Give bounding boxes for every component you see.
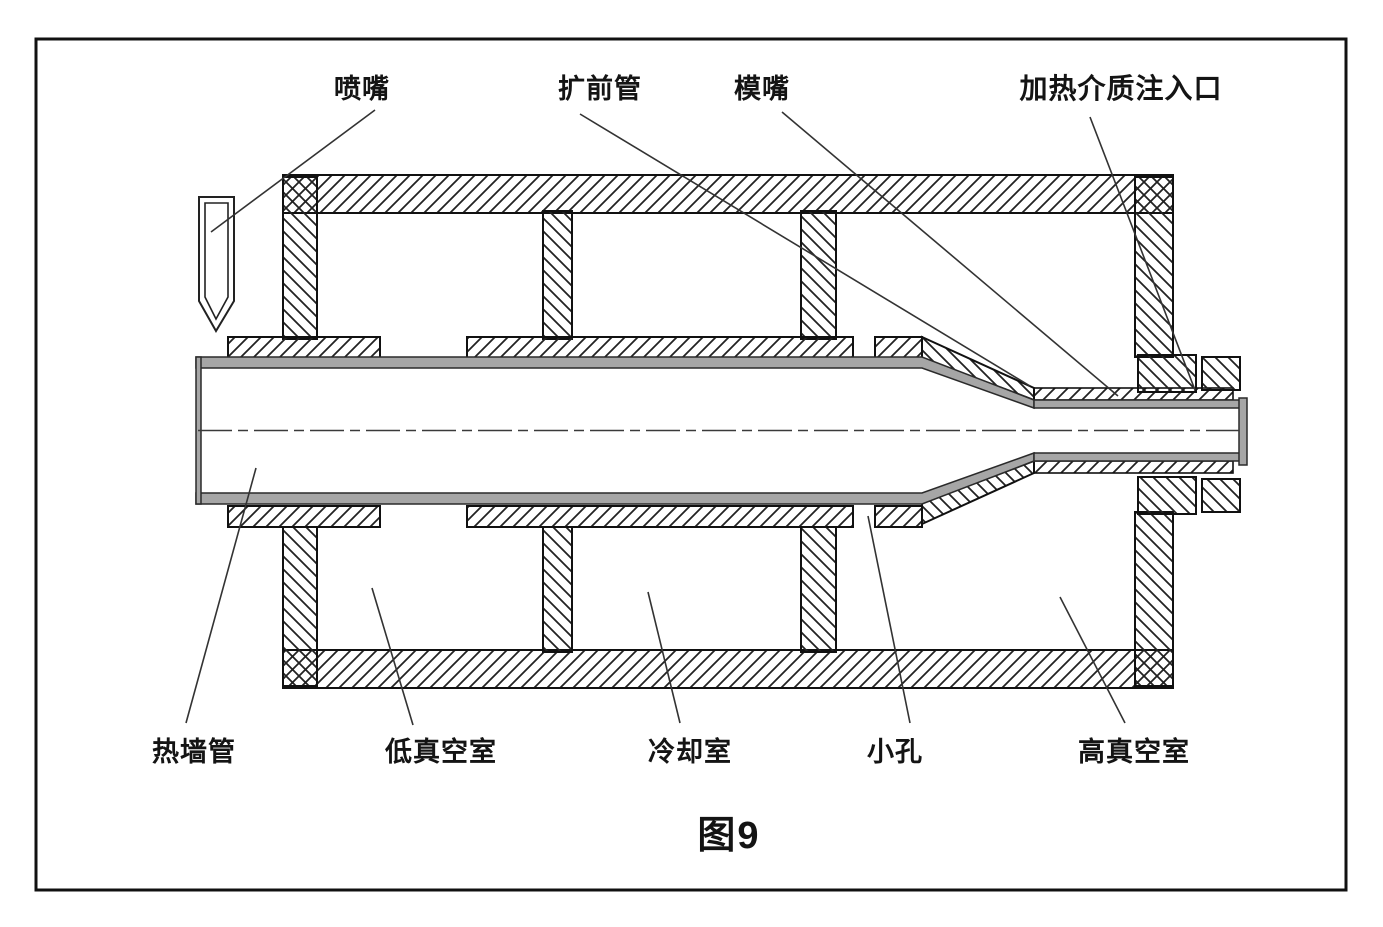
heating-medium-inlet-leader — [1089, 116, 1196, 391]
partition-top-2 — [800, 210, 837, 340]
flange-block-top-outer — [1201, 356, 1241, 391]
die-lip-leader — [781, 111, 1119, 397]
cooling-chamber-label: 冷却室 — [648, 736, 732, 767]
die-wall-bottom — [1033, 460, 1234, 474]
expansion-tube-leader — [579, 113, 1031, 387]
casing-right-wall-lower — [1134, 511, 1174, 687]
collar-bottom-right — [874, 505, 923, 528]
cooling-leader — [647, 591, 681, 724]
casing-left-wall-upper — [282, 176, 318, 340]
nozzle-leader — [210, 109, 376, 233]
casing-top-wall — [282, 174, 1174, 214]
low-vacuum-chamber-label: 低真空室 — [384, 736, 497, 767]
casing-right-wall-upper — [1134, 176, 1174, 358]
small-hole-leader — [867, 515, 911, 724]
hot-wall-tube-label: 热墙管 — [152, 737, 236, 767]
collar-bottom-left — [227, 505, 381, 528]
nozzle-shape-inner — [204, 202, 229, 321]
nozzle-shape-outer — [198, 196, 235, 333]
die-lip-label: 模嘴 — [734, 74, 790, 104]
flange-block-bottom-inner — [1137, 476, 1197, 515]
flange-block-top-inner — [1137, 354, 1197, 393]
die-tube-wall-bottom — [1033, 452, 1245, 462]
die-tube-wall-top — [1033, 399, 1245, 409]
expansion-tube-label: 扩前管 — [558, 73, 642, 104]
partition-top-1 — [542, 210, 573, 340]
collar-top-middle — [466, 336, 854, 359]
small-hole-label: 小孔 — [867, 737, 923, 767]
collar-top-left — [227, 336, 381, 359]
partition-bottom-2 — [800, 526, 837, 653]
heating-medium-inlet-label: 加热介质注入口 — [1019, 72, 1222, 104]
hot-wall-tube-leader — [185, 467, 257, 724]
collar-top-right — [874, 336, 923, 359]
casing-bottom-wall — [282, 649, 1174, 689]
high-vacuum-leader — [1059, 596, 1126, 724]
figure-caption: 图9 — [697, 815, 760, 857]
collar-bottom-middle — [466, 505, 854, 528]
nozzle-label: 喷嘴 — [334, 74, 390, 104]
partition-bottom-1 — [542, 526, 573, 653]
high-vacuum-chamber-label: 高真空室 — [1078, 736, 1190, 767]
tube-right-end-cap — [1238, 397, 1248, 466]
flange-block-bottom-outer — [1201, 478, 1241, 513]
casing-left-wall-lower — [282, 526, 318, 687]
low-vacuum-leader — [371, 587, 414, 726]
